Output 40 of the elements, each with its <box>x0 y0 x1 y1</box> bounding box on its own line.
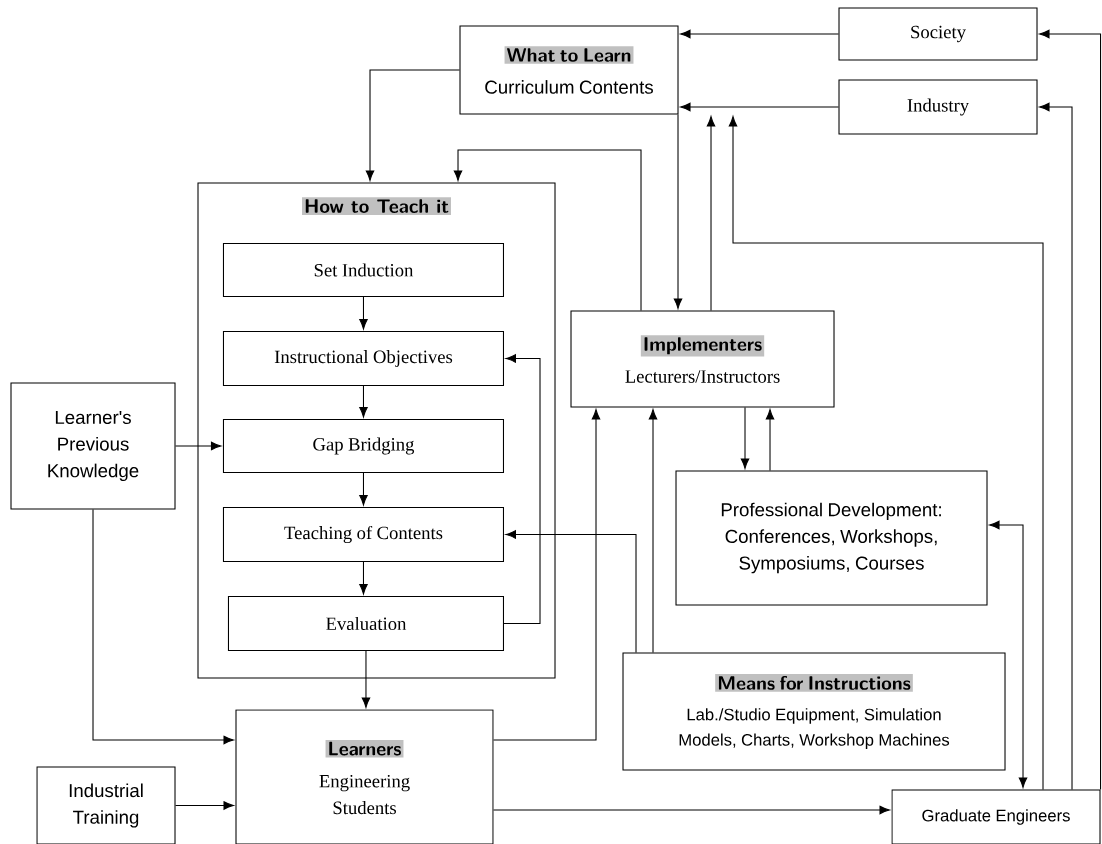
process-box: What to Learn Curriculum Contents <box>459 25 679 115</box>
arrow <box>175 801 234 810</box>
arrow <box>706 116 716 311</box>
process-box: Evaluation <box>227 595 504 651</box>
process-box: Society <box>838 7 1038 61</box>
arrow <box>503 354 541 624</box>
arrow <box>989 520 1028 788</box>
arrow <box>359 385 368 418</box>
arrow <box>680 102 839 112</box>
arrow <box>728 116 1044 790</box>
process-box: Implementers Lecturers/Instructors <box>570 310 835 408</box>
arrow <box>365 69 460 181</box>
arrow <box>361 650 371 708</box>
arrow <box>673 114 683 309</box>
process-box: Industrial Training <box>36 766 176 844</box>
arrow <box>648 409 658 653</box>
process-box: Industry <box>838 79 1038 135</box>
process-box: Gap Bridging <box>222 418 504 473</box>
arrow <box>359 296 368 330</box>
process-box: Set Induction <box>222 242 504 297</box>
arrow <box>680 29 839 39</box>
process-box: Means for Instructions Lab./Studio Equipment, Simulation Models, Charts, Workshop Machines <box>622 652 1006 771</box>
arrow <box>359 472 368 506</box>
process-box: Teaching of Contents <box>222 506 504 562</box>
process-box: Learner's Previous Knowledge <box>10 382 176 510</box>
process-box: Learners Engineering Students <box>235 709 494 844</box>
arrow <box>92 509 234 745</box>
process-box: Professional Development: Conferences, Workshops, Symposiums, Courses <box>675 470 988 606</box>
arrow <box>505 530 637 653</box>
arrow <box>359 561 368 595</box>
arrow <box>493 409 601 741</box>
process-box: Graduate Engineers <box>891 789 1101 844</box>
arrow <box>1039 29 1102 790</box>
arrow <box>740 407 750 469</box>
arrow <box>493 805 890 815</box>
arrow <box>175 441 222 451</box>
arrow <box>1039 102 1073 790</box>
process-box: Instructional Objectives <box>222 330 504 386</box>
arrow <box>453 149 642 311</box>
arrow <box>765 409 775 471</box>
